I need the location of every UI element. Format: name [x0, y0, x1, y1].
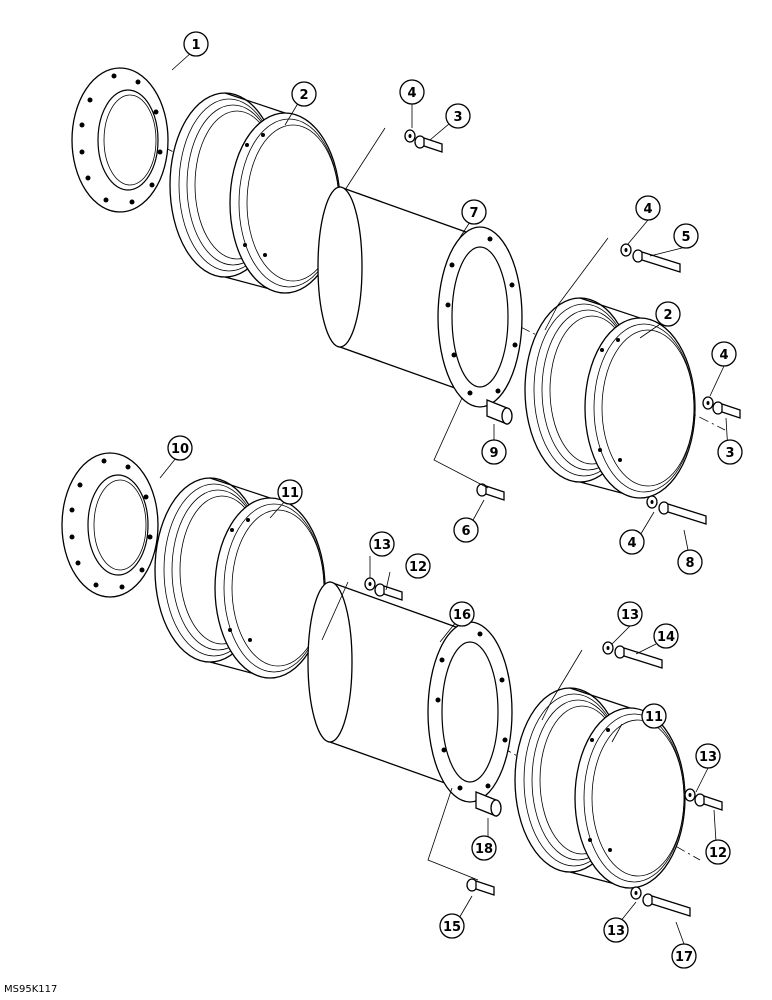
svg-text:4: 4: [407, 86, 416, 101]
svg-text:6: 6: [461, 524, 470, 539]
callout-4-b: 4: [635, 195, 661, 221]
wheel-rim-part-2-left: [169, 92, 341, 294]
callout-13-a: 13: [369, 531, 395, 557]
washer-part-13-d: [630, 886, 642, 900]
spacer-tube-part-16: [307, 581, 513, 803]
bolt-part-12-b: [694, 793, 723, 811]
svg-text:12: 12: [709, 846, 727, 861]
callout-12-a: 12: [405, 553, 431, 579]
wheel-rim-part-11-left: [154, 477, 326, 679]
callout-4-c: 4: [711, 341, 737, 367]
washer-part-4-c: [702, 396, 714, 410]
svg-text:11: 11: [281, 486, 299, 501]
svg-text:14: 14: [657, 630, 675, 645]
leader-lines-lower: [159, 457, 717, 945]
svg-text:2: 2: [663, 308, 672, 323]
washer-part-4-d: [646, 495, 658, 509]
callout-14: 14: [653, 623, 679, 649]
svg-text:3: 3: [453, 110, 462, 125]
callout-7: 7: [461, 199, 487, 225]
svg-text:4: 4: [719, 348, 728, 363]
callout-15: 15: [439, 913, 465, 939]
svg-text:16: 16: [453, 608, 471, 623]
callout-13-b: 13: [617, 601, 643, 627]
callout-3-a: 3: [445, 103, 471, 129]
svg-text:1: 1: [191, 38, 200, 53]
washer-part-13-a: [364, 577, 376, 591]
callout-2-a: 2: [291, 81, 317, 107]
bolt-part-12-a: [374, 583, 403, 601]
svg-text:18: 18: [475, 842, 493, 857]
callout-16: 16: [449, 601, 475, 627]
hub-flange-part-1: [71, 67, 169, 213]
svg-text:12: 12: [409, 560, 427, 575]
callout-13-d: 13: [603, 917, 629, 943]
callout-18: 18: [471, 835, 497, 861]
callout-4-a: 4: [399, 79, 425, 105]
hub-flange-part-10: [61, 452, 159, 598]
bolt-part-3-a: [414, 135, 443, 153]
callout-11-a: 11: [277, 479, 303, 505]
washer-part-13-c: [684, 788, 696, 802]
callout-12-b: 12: [705, 839, 731, 865]
figure-code: MS95K117: [4, 984, 57, 995]
svg-text:13: 13: [621, 608, 639, 623]
callout-13-c: 13: [695, 743, 721, 769]
svg-text:9: 9: [489, 446, 498, 461]
svg-text:4: 4: [627, 536, 636, 551]
callout-10: 10: [167, 435, 193, 461]
washer-part-4-a: [404, 129, 416, 143]
svg-text:2: 2: [299, 88, 308, 103]
svg-text:10: 10: [171, 442, 189, 457]
svg-text:17: 17: [675, 950, 693, 965]
svg-text:13: 13: [699, 750, 717, 765]
callout-3-b: 3: [717, 439, 743, 465]
callout-1: 1: [183, 31, 209, 57]
wheel-rim-part-2-right: [524, 297, 696, 499]
callout-11-b: 11: [641, 703, 667, 729]
svg-text:4: 4: [643, 202, 652, 217]
callout-17: 17: [671, 943, 697, 969]
bolt-part-8: [658, 501, 707, 525]
bolt-part-6: [476, 483, 505, 501]
callout-4-d: 4: [619, 529, 645, 555]
svg-text:7: 7: [469, 206, 478, 221]
bolt-part-15: [466, 878, 495, 896]
callout-8: 8: [677, 549, 703, 575]
bolt-part-3-b: [712, 401, 741, 419]
sleeve-part-9: [486, 399, 513, 425]
svg-text:8: 8: [685, 556, 694, 571]
bolt-part-17: [642, 893, 691, 917]
bolt-part-14: [614, 645, 663, 669]
sleeve-part-18: [475, 791, 502, 817]
svg-text:13: 13: [373, 538, 391, 553]
svg-text:13: 13: [607, 924, 625, 939]
svg-text:15: 15: [443, 920, 461, 935]
callout-5: 5: [673, 223, 699, 249]
svg-text:3: 3: [725, 446, 734, 461]
callout-6: 6: [453, 517, 479, 543]
upper-assembly: 1 2 3 4 3 4 5 2 4 7 6 8 9 4: [71, 31, 743, 575]
leader-lines-upper: [171, 51, 729, 561]
washer-part-13-b: [602, 641, 614, 655]
callout-2-b: 2: [655, 301, 681, 327]
svg-text:5: 5: [681, 230, 690, 245]
callout-9: 9: [481, 439, 507, 465]
svg-text:11: 11: [645, 710, 663, 725]
spacer-tube-part-7: [317, 186, 523, 408]
lower-assembly: 10 11 12 13 12 13 14 11 13 16 15 17 18 1…: [61, 435, 731, 969]
washer-part-4-b: [620, 243, 632, 257]
bolt-part-5: [632, 249, 681, 273]
